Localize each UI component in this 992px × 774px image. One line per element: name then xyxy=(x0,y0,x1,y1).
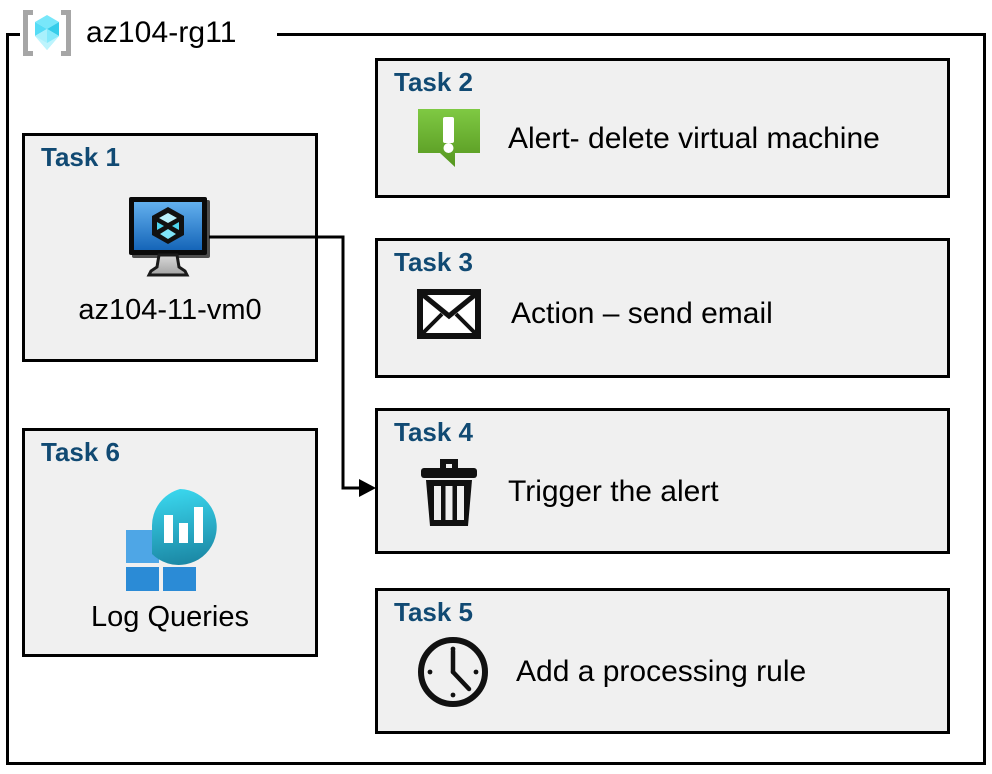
task-label: Task 2 xyxy=(394,67,474,97)
task1-icon-wrapper xyxy=(25,193,315,279)
resource-group-name: az104-rg11 xyxy=(86,16,237,49)
resource-group-cube-icon xyxy=(23,10,71,56)
trash-can-icon xyxy=(421,459,477,526)
task-label: Task 4 xyxy=(394,417,474,447)
task4-caption: Trigger the alert xyxy=(508,475,719,508)
resource-group-header: az104-rg11 xyxy=(18,2,237,64)
task-card-task6[interactable]: Task 6 Log Queries xyxy=(22,428,318,657)
task-label: Task 3 xyxy=(394,247,474,277)
task2-caption: Alert- delete virtual machine xyxy=(508,122,880,155)
task1-caption: az104-11-vm0 xyxy=(78,294,262,326)
task5-content-row: Add a processing rule xyxy=(416,635,806,709)
task-label: Task 6 xyxy=(41,437,121,467)
task-card-task4[interactable]: Task 4 Trigger the alert xyxy=(375,408,950,554)
task4-content-row: Trigger the alert xyxy=(418,456,719,528)
resource-group-frame xyxy=(6,33,986,765)
resource-group-frame-top-left-segment xyxy=(6,33,20,36)
alert-bubble-icon xyxy=(418,109,480,167)
task-card-task5[interactable]: Task 5 Add a processing rule xyxy=(375,588,950,734)
task6-icon-wrapper xyxy=(25,483,315,591)
resource-group-frame-top-right-segment xyxy=(277,33,986,36)
envelope-icon xyxy=(417,289,481,339)
task-card-task2[interactable]: Task 2 Alert- delete virtual machine xyxy=(375,58,950,198)
task2-content-row: Alert- delete virtual machine xyxy=(416,107,880,171)
task-label: Task 1 xyxy=(41,142,121,172)
virtual-machine-icon xyxy=(129,197,210,277)
task-label: Task 5 xyxy=(394,597,474,627)
task3-caption: Action – send email xyxy=(511,297,773,330)
task3-content-row: Action – send email xyxy=(417,289,773,339)
task5-caption: Add a processing rule xyxy=(516,655,807,688)
task-card-task3[interactable]: Task 3 Action – send email xyxy=(375,238,950,378)
task6-caption: Log Queries xyxy=(91,601,249,633)
clock-icon xyxy=(418,637,488,707)
log-queries-icon xyxy=(126,489,217,591)
task-card-task1[interactable]: Task 1 xyxy=(22,133,318,362)
